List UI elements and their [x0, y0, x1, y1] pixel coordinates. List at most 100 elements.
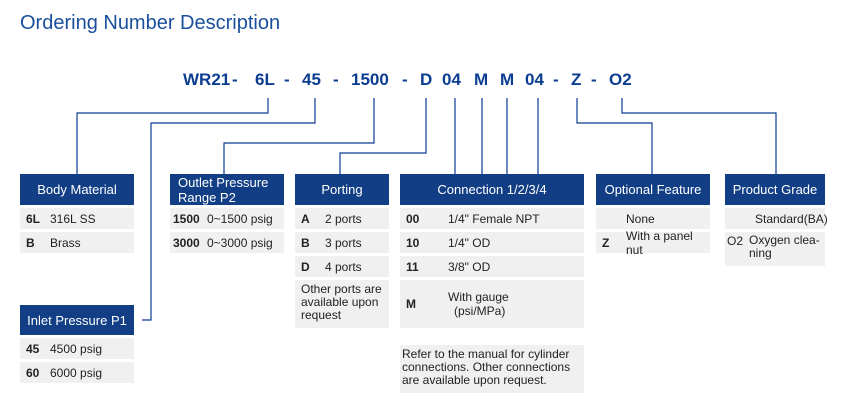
code-separator: - — [553, 70, 559, 89]
option-description: 3 ports — [325, 235, 362, 250]
table-row: None — [596, 208, 710, 229]
option-description: 1/4" OD — [448, 235, 491, 250]
inlet-pressure-header: Inlet Pressure P1 — [20, 305, 134, 335]
option-description: Brass — [50, 235, 81, 250]
optional-feature-header: Optional Feature — [596, 174, 710, 205]
option-description: 316L SS — [50, 211, 96, 226]
option-code: Z — [602, 235, 610, 250]
ordering-code: WR21 - 6L - 45 - 1500 - D 04 M M 04 - Z … — [0, 70, 845, 94]
code-connection-3: M — [500, 70, 515, 89]
table-row: M With gauge (psi/MPa) — [400, 280, 584, 328]
option-description: Standard(BA) — [755, 211, 828, 226]
option-description: 4500 psig — [50, 341, 103, 356]
code-separator: - — [232, 70, 238, 89]
outlet-pressure-header: Outlet Pressure Range P2 — [170, 174, 284, 205]
option-code: A — [301, 211, 310, 226]
table-row: 11 3/8" OD — [400, 256, 584, 277]
connection-header: Connection 1/2/3/4 — [400, 174, 584, 205]
code-inlet-pressure: 45 — [302, 70, 321, 89]
option-code: 3000 — [173, 235, 200, 250]
option-code: 00 — [406, 211, 420, 226]
code-porting: D — [420, 70, 433, 89]
table-row: 10 1/4" OD — [400, 232, 584, 253]
porting-note-line: request — [301, 308, 342, 322]
table-row: 60 6000 psig — [20, 362, 134, 383]
product-grade-header: Product Grade — [725, 174, 825, 205]
code-separator: - — [591, 70, 597, 89]
connection-table: Connection 1/2/3/4 00 1/4" Female NPT 10… — [400, 174, 584, 393]
connection-note: Refer to the manual for cylinder connect… — [400, 348, 570, 387]
option-code: M — [406, 297, 416, 311]
option-code: 1500 — [173, 211, 200, 226]
product-grade-table: Product Grade Standard(BA) O2 Oxygen cle… — [725, 174, 828, 266]
connector-inlet-pressure — [142, 98, 316, 321]
table-row: B 3 ports — [295, 232, 389, 253]
table-row: 45 4500 psig — [20, 338, 134, 359]
option-code: O2 — [727, 234, 744, 248]
option-description: 4 ports — [325, 259, 362, 274]
option-description: 2 ports — [325, 211, 362, 226]
table-row: Z With a panel nut — [596, 229, 710, 257]
option-code: 11 — [406, 259, 419, 274]
connector-optional-feature — [576, 98, 653, 174]
gauge-line: (psi/MPa) — [454, 304, 506, 318]
table-row: Standard(BA) — [725, 208, 828, 229]
porting-note: Other ports are available upon request — [295, 283, 382, 322]
code-separator: - — [284, 70, 290, 89]
table-row: 3000 0~3000 psig — [170, 232, 284, 253]
porting-note-line: available upon — [301, 295, 379, 309]
body-material-header: Body Material — [20, 174, 134, 205]
code-connection-4: 04 — [525, 70, 544, 89]
option-description: None — [626, 211, 655, 226]
connection-note-line: are available upon request. — [402, 373, 547, 387]
code-outlet-pressure: 1500 — [351, 70, 389, 89]
option-description: 0~1500 psig — [207, 211, 273, 226]
connector-product-grade — [621, 98, 777, 174]
option-code: D — [301, 259, 310, 274]
option-code: 6L — [26, 211, 41, 226]
table-row: D 4 ports — [295, 256, 389, 277]
table-row: 00 1/4" Female NPT — [400, 208, 584, 229]
connector-porting — [339, 98, 427, 174]
code-optional-feature: Z — [571, 70, 582, 89]
table-row: O2 Oxygen clea- ning — [725, 232, 825, 266]
o2-line: Oxygen clea- — [749, 233, 820, 247]
code-series: WR21 — [183, 70, 231, 89]
option-description: With gauge (psi/MPa) — [446, 290, 509, 318]
outlet-pressure-header-line1: Outlet Pressure — [178, 174, 269, 190]
porting-header: Porting — [295, 174, 389, 205]
connector-body-material — [76, 98, 269, 174]
option-code: B — [301, 235, 310, 250]
option-description: 1/4" Female NPT — [448, 211, 540, 226]
code-connection-2: M — [474, 70, 489, 89]
option-description: With a panel nut — [626, 228, 693, 257]
option-description: 6000 psig — [50, 365, 103, 380]
code-product-grade: O2 — [609, 70, 632, 89]
code-separator: - — [333, 70, 339, 89]
option-description: 3/8" OD — [448, 259, 491, 274]
outlet-pressure-header-line2: Range P2 — [178, 189, 236, 205]
code-separator: - — [402, 70, 408, 89]
connector-outlet-pressure — [223, 98, 375, 174]
table-row: 1500 0~1500 psig — [170, 208, 284, 229]
porting-note-row: Other ports are available upon request — [295, 280, 389, 328]
inlet-pressure-table: Inlet Pressure P1 45 4500 psig 60 6000 p… — [20, 305, 134, 383]
page-title: Ordering Number Description — [20, 12, 281, 34]
body-material-table: Body Material 6L 316L SS B Brass — [20, 174, 134, 253]
outlet-pressure-table: Outlet Pressure Range P2 1500 0~1500 psi… — [170, 174, 284, 253]
porting-note-line: Other ports are — [301, 282, 382, 296]
connection-note-line: Refer to the manual for cylinder — [402, 347, 570, 361]
option-code: 60 — [26, 365, 40, 380]
optional-feature-table: Optional Feature None Z With a panel nut — [596, 174, 710, 257]
gauge-line: With gauge — [448, 290, 509, 304]
code-connection-1: 04 — [442, 70, 461, 89]
option-code: 45 — [26, 341, 40, 356]
option-description: 0~3000 psig — [207, 235, 273, 250]
option-code: 10 — [406, 235, 420, 250]
option-code: B — [26, 235, 35, 250]
table-row: 6L 316L SS — [20, 208, 134, 229]
porting-table: Porting A 2 ports B 3 ports D 4 ports Ot… — [295, 174, 389, 328]
table-row: A 2 ports — [295, 208, 389, 229]
connection-note-line: connections. Other connections — [402, 360, 571, 374]
